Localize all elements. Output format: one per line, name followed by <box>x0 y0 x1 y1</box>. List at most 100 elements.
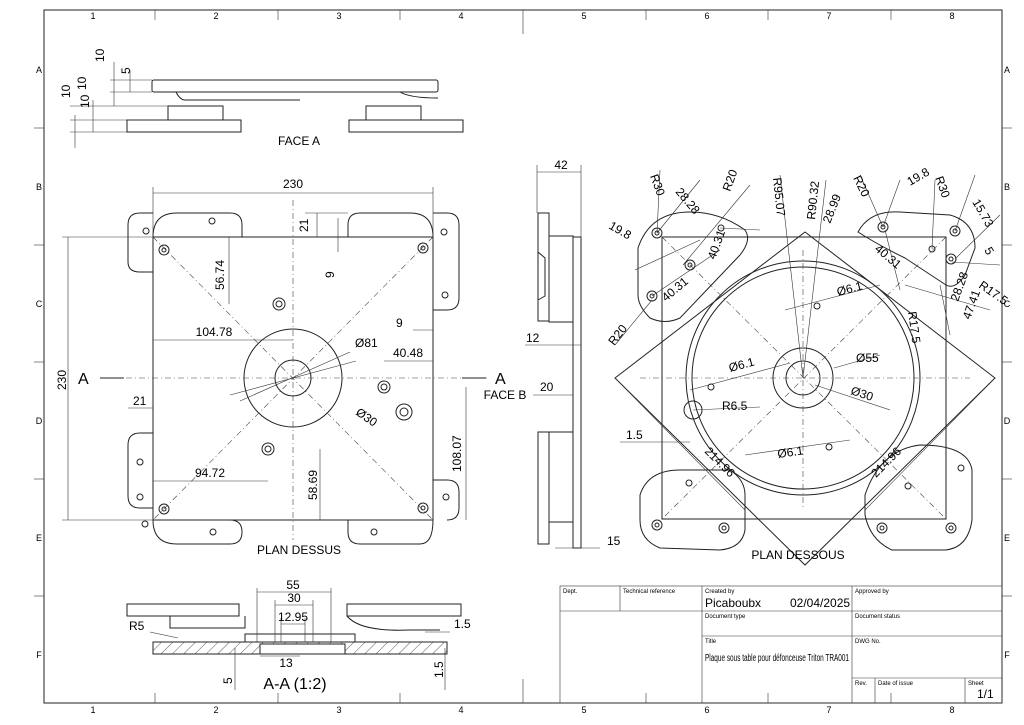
dim-plan-dessous: R17.5 <box>905 310 923 344</box>
dim-plan-dessous: 214.96 <box>702 444 738 480</box>
plan-dessus-view: 230 21 56.74 9 9 104.78 Ø81 40.48 230 21… <box>55 177 506 557</box>
dim-plan-dessous: R20 <box>605 322 630 348</box>
col-label-top: 5 <box>581 11 586 21</box>
dim-plan-dessous: 40.31 <box>705 228 729 261</box>
plan-dessous-view: R30 28.28 R20 R95.07 R90.32 R20 19.8 R30… <box>605 165 1011 566</box>
tb-created-by-label: Created by <box>705 589 734 595</box>
dim-plan-dessous: Ø6.1 <box>727 355 756 375</box>
col-label-bottom: 1 <box>90 705 95 715</box>
dim-plan-dessus: 230 <box>55 370 69 390</box>
view-label-section: A-A (1:2) <box>263 676 326 693</box>
dim-face-b: 15 <box>607 534 621 548</box>
dim-plan-dessous: R95.07 <box>770 177 788 217</box>
dim-plan-dessus: 94.72 <box>195 466 225 480</box>
tb-dwg-label: DWG No. <box>855 639 881 645</box>
view-label-face-b: FACE B <box>484 388 527 402</box>
row-label-right: F <box>1004 650 1010 660</box>
tb-title-label: Title <box>705 639 717 645</box>
col-label-bottom: 6 <box>704 705 709 715</box>
col-label-bottom: 5 <box>581 705 586 715</box>
row-label-left: F <box>36 650 42 660</box>
col-label-bottom: 7 <box>826 705 831 715</box>
tb-sheet-label: Sheet <box>968 681 984 687</box>
col-label-top: 1 <box>90 11 95 21</box>
dim-face-b: 12 <box>526 331 540 345</box>
view-label-face-a: FACE A <box>278 134 320 148</box>
row-label-left: D <box>36 416 43 426</box>
dim-section: 13 <box>279 656 293 670</box>
tb-approved-by-label: Approved by <box>855 589 889 595</box>
dim-plan-dessous: R90.32 <box>804 180 822 220</box>
col-label-top: 8 <box>949 11 954 21</box>
dim-plan-dessus: 230 <box>283 177 303 191</box>
dim-plan-dessous: Ø30 <box>849 384 875 404</box>
col-label-bottom: 3 <box>336 705 341 715</box>
tb-tech-ref-label: Technical reference <box>623 589 676 595</box>
face-a-view: 10 10 10 10 5 FACE A <box>59 48 464 148</box>
col-label-bottom: 8 <box>949 705 954 715</box>
row-markers: A B C D E F A B C D E F <box>34 65 1012 660</box>
title-block: Dept. Technical reference Created by Pic… <box>559 585 1003 704</box>
dim-section: 55 <box>286 578 300 592</box>
dim-plan-dessous: R20 <box>720 167 741 193</box>
dim-section: 30 <box>287 591 301 605</box>
dim-plan-dessus: Ø30 <box>353 405 380 430</box>
section-mark-right: A <box>495 371 506 388</box>
col-label-top: 6 <box>704 11 709 21</box>
dim-face-a: 10 <box>78 94 92 108</box>
row-label-right: C <box>1004 299 1011 309</box>
dim-plan-dessous: 15.73 <box>969 197 996 230</box>
tb-date-issue-label: Date of issue <box>878 681 914 687</box>
col-label-top: 4 <box>458 11 463 21</box>
row-label-left: C <box>36 299 43 309</box>
tb-created-by: Picaboubx <box>705 596 761 610</box>
col-label-bottom: 2 <box>213 705 218 715</box>
tb-doc-status-label: Document status <box>855 614 900 620</box>
dim-plan-dessous: 28.99 <box>820 192 844 225</box>
dim-plan-dessous: 19.8 <box>607 218 635 242</box>
col-label-top: 7 <box>826 11 831 21</box>
dim-plan-dessous: Ø6.1 <box>835 279 864 299</box>
dim-plan-dessus: Ø81 <box>355 336 378 350</box>
dim-face-a: 10 <box>75 76 89 90</box>
dim-plan-dessus: 58.69 <box>306 470 320 500</box>
dim-plan-dessous: R6.5 <box>722 399 748 413</box>
dim-plan-dessous: R30 <box>647 172 668 198</box>
dim-plan-dessous: 1.5 <box>626 428 643 442</box>
tb-sheet: 1/1 <box>977 687 994 701</box>
dim-plan-dessous: 40.31 <box>872 242 904 272</box>
dim-plan-dessous: R30 <box>932 174 953 200</box>
view-label-plan-dessous: PLAN DESSOUS <box>751 548 844 562</box>
col-label-top: 3 <box>336 11 341 21</box>
section-a-a-view: 55 30 12.95 R5 1.5 13 5 1.5 A-A (1:2) <box>126 578 471 693</box>
row-label-right: B <box>1004 182 1010 192</box>
row-label-left: E <box>36 533 42 543</box>
col-label-bottom: 4 <box>458 705 463 715</box>
dim-section: R5 <box>129 619 145 633</box>
tb-doc-type-label: Document type <box>705 614 746 620</box>
row-label-left: A <box>36 65 42 75</box>
dim-section: 1.5 <box>432 661 446 678</box>
dim-section: 1.5 <box>454 617 471 631</box>
dim-section: 12.95 <box>278 610 308 624</box>
row-label-right: D <box>1004 416 1011 426</box>
dim-plan-dessous: Ø6.1 <box>776 443 804 461</box>
section-mark-left: A <box>78 371 89 388</box>
view-label-plan-dessus: PLAN DESSUS <box>257 543 341 557</box>
row-label-right: E <box>1004 533 1010 543</box>
dim-face-a: 10 <box>59 84 73 98</box>
column-markers: 1 2 3 4 5 6 7 8 1 2 3 4 5 6 7 8 <box>90 10 955 715</box>
dim-plan-dessous: 40.31 <box>659 274 691 304</box>
tb-rev-label: Rev. <box>855 681 867 687</box>
dim-face-b: 20 <box>540 380 554 394</box>
dim-plan-dessus: 108.07 <box>450 435 464 472</box>
dim-plan-dessous: 19.8 <box>905 165 933 189</box>
row-label-right: A <box>1004 65 1010 75</box>
dim-plan-dessous: 5 <box>981 245 997 258</box>
dim-plan-dessus: 104.78 <box>196 325 233 339</box>
dim-plan-dessus: 9 <box>396 316 403 330</box>
dim-face-a: 5 <box>119 67 133 74</box>
sheet-frame <box>43 9 1003 704</box>
dim-plan-dessus: 40.48 <box>393 346 423 360</box>
